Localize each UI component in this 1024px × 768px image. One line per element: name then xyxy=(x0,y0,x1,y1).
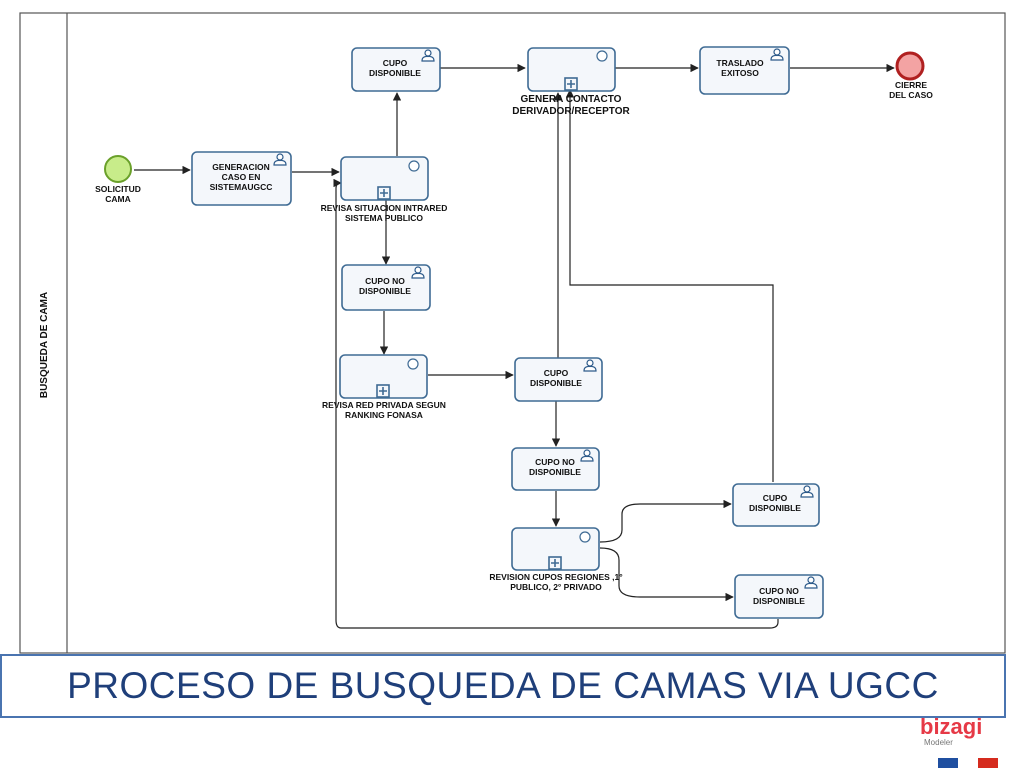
svg-text:CUPO: CUPO xyxy=(763,493,788,503)
task-cupo-no-disponible-1[interactable]: CUPO NO DISPONIBLE xyxy=(341,264,431,311)
flow-regiones-to-cupo3 xyxy=(599,499,732,543)
timer-icon xyxy=(579,531,591,543)
svg-text:CUPO: CUPO xyxy=(544,368,569,378)
flow-cupo-no3-to-revisa xyxy=(333,178,779,629)
caption-genera-contacto-2: DERIVADOR/RECEPTOR xyxy=(512,106,630,117)
svg-text:DISPONIBLE: DISPONIBLE xyxy=(529,467,581,477)
task-cupo-disponible-1[interactable]: CUPO DISPONIBLE xyxy=(351,47,441,92)
timer-icon xyxy=(596,50,608,62)
svg-text:CASO EN: CASO EN xyxy=(222,172,261,182)
logo-sub: Modeler xyxy=(924,738,953,747)
caption-revisa-intrared-1: REVISA SITUACION INTRARED xyxy=(321,203,448,213)
timer-icon xyxy=(407,358,419,370)
svg-text:DISPONIBLE: DISPONIBLE xyxy=(369,68,421,78)
sequence-flows xyxy=(134,63,895,629)
caption-revisa-privada-2: RANKING FONASA xyxy=(345,410,423,420)
task-cupo-no-disponible-2[interactable]: CUPO NO DISPONIBLE xyxy=(511,447,600,491)
slide-title-box: PROCESO DE BUSQUEDA DE CAMAS VIA UGCC xyxy=(0,654,1006,718)
svg-text:EXITOSO: EXITOSO xyxy=(721,68,759,78)
timer-icon xyxy=(408,160,420,172)
start-label-1: SOLICITUD xyxy=(95,184,141,194)
svg-text:GENERACION: GENERACION xyxy=(212,162,270,172)
caption-regiones-2: PUBLICO, 2° PRIVADO xyxy=(510,582,602,592)
svg-text:DISPONIBLE: DISPONIBLE xyxy=(753,596,805,606)
svg-text:CUPO NO: CUPO NO xyxy=(759,586,799,596)
end-label-1: CIERRE xyxy=(895,80,927,90)
end-label-2: DEL CASO xyxy=(889,90,933,100)
svg-text:TRASLADO: TRASLADO xyxy=(716,58,764,68)
subprocess-revisa-red-privada[interactable] xyxy=(339,354,428,399)
task-traslado-exitoso[interactable]: TRASLADO EXITOSO xyxy=(699,46,790,95)
end-event: CIERRE DEL CASO xyxy=(889,51,933,100)
svg-text:CUPO NO: CUPO NO xyxy=(535,457,575,467)
flag-blue xyxy=(938,758,958,768)
caption-regiones-1: REVISION CUPOS REGIONES ,1° xyxy=(489,572,623,582)
subprocess-revision-cupos-regiones[interactable] xyxy=(511,527,600,571)
flow-regiones-to-cupo-no3 xyxy=(599,547,734,602)
bizagi-logo: bizagi Modeler xyxy=(920,714,1010,748)
svg-text:CUPO: CUPO xyxy=(383,58,408,68)
caption-revisa-privada-1: REVISA RED PRIVADA SEGUN xyxy=(322,400,446,410)
svg-text:DISPONIBLE: DISPONIBLE xyxy=(359,286,411,296)
svg-text:DISPONIBLE: DISPONIBLE xyxy=(749,503,801,513)
task-cupo-no-disponible-3[interactable]: CUPO NO DISPONIBLE xyxy=(734,574,824,619)
flag-white xyxy=(958,758,978,768)
caption-genera-contacto-1: GENERA CONTACTO xyxy=(521,94,622,105)
subprocess-revisa-intrared[interactable] xyxy=(340,156,429,201)
caption-revisa-intrared-2: SISTEMA PUBLICO xyxy=(345,213,423,223)
flag-red xyxy=(978,758,998,768)
task-generacion[interactable]: GENERACION CASO EN SISTEMAUGCC xyxy=(191,151,292,206)
start-event: SOLICITUD CAMA xyxy=(95,155,141,204)
task-cupo-disponible-2[interactable]: CUPO DISPONIBLE xyxy=(514,357,603,402)
svg-text:CUPO NO: CUPO NO xyxy=(365,276,405,286)
logo-brand: bizagi xyxy=(920,714,983,739)
slide-title: PROCESO DE BUSQUEDA DE CAMAS VIA UGCC xyxy=(67,665,939,706)
task-cupo-disponible-3[interactable]: CUPO DISPONIBLE xyxy=(732,483,820,527)
start-label-2: CAMA xyxy=(105,194,131,204)
flow-cupo3-to-genera xyxy=(565,89,774,482)
svg-text:DISPONIBLE: DISPONIBLE xyxy=(530,378,582,388)
svg-text:SISTEMAUGCC: SISTEMAUGCC xyxy=(210,182,273,192)
pool-frame xyxy=(19,12,1006,654)
subprocess-genera-contacto[interactable] xyxy=(527,47,616,92)
flag-strip xyxy=(938,758,998,768)
lane-label: BUSQUEDA DE CAMA xyxy=(39,292,50,398)
